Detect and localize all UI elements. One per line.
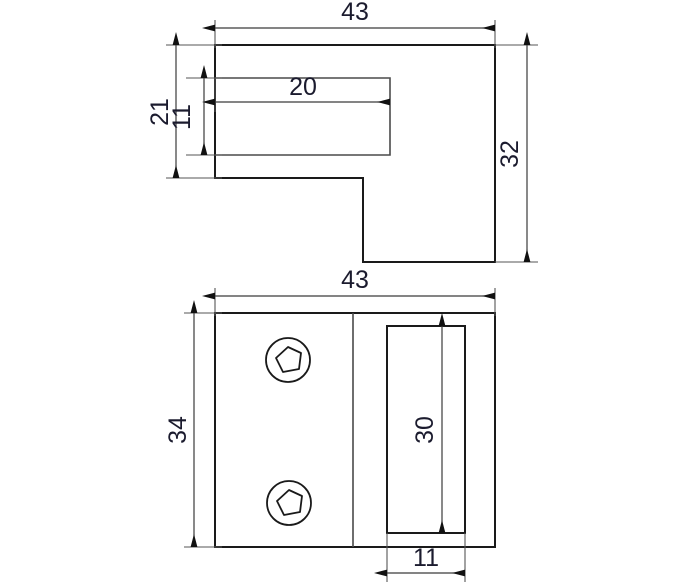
screw-hole-lower [266, 480, 312, 526]
view-side-profile: 43 20 21 11 32 [146, 0, 538, 263]
dim-label-v1-21: 21 [146, 98, 174, 126]
screw-hole-upper-circle [265, 337, 311, 383]
l-profile-slot [215, 77, 391, 156]
dim-label-v1-11: 11 [168, 104, 196, 130]
screw-hole-upper [265, 337, 311, 383]
dim-label-v1-32: 32 [496, 140, 524, 168]
dim-label-v2-11: 11 [413, 544, 439, 572]
dim-label-v1-43: 43 [341, 0, 369, 26]
rect-slot-outline [386, 325, 466, 534]
dim-label-v2-34: 34 [164, 416, 192, 444]
screw-hole-lower-hex-socket [276, 489, 303, 516]
dim-label-v2-30: 30 [411, 416, 439, 444]
face-plate-outline [214, 312, 496, 548]
view-front-plate: 43 34 30 11 [164, 266, 496, 582]
screw-hole-lower-circle [266, 480, 312, 526]
dim-label-v1-20: 20 [289, 73, 317, 101]
screw-hole-upper-hex-socket [275, 346, 302, 373]
dim-label-v2-43: 43 [341, 266, 369, 294]
